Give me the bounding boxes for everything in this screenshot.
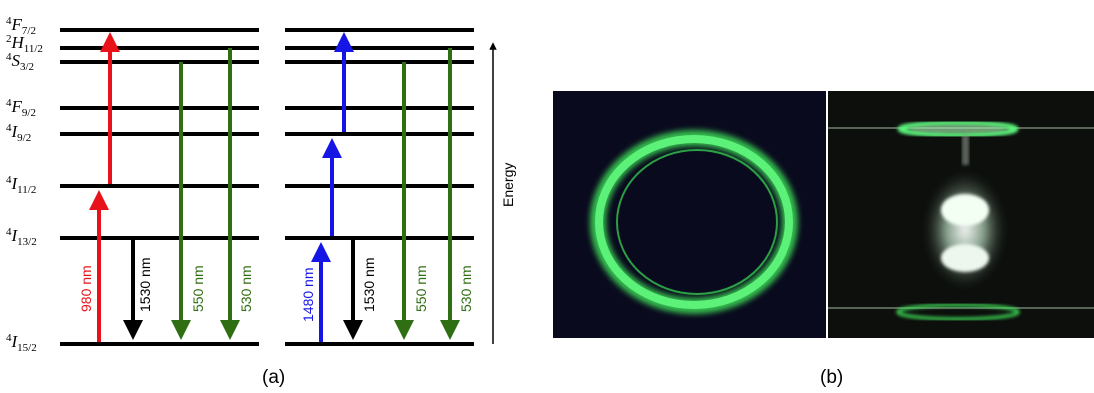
label-1530nm-right: 1530 nm (361, 258, 377, 312)
ring-outer (595, 135, 793, 309)
scatter-spot-lower (941, 244, 989, 272)
label-980nm: 980 nm (78, 265, 94, 312)
wavelength-labels: 980 nm 1530 nm 550 nm 530 nm 1480 nm 153… (78, 258, 474, 322)
level-labels: 4F7/2 2H11/2 4S3/2 4F9/2 4I9/2 4I11/2 4I… (6, 15, 43, 354)
ring-edge-bottom (896, 303, 1020, 321)
label-550nm-left: 550 nm (190, 265, 206, 312)
ring-edge-top-core (910, 125, 1006, 133)
label-530nm-right: 530 nm (458, 265, 474, 312)
energy-levels-right (285, 28, 474, 346)
photo-ring-top-view (553, 91, 826, 338)
photo-side-view (828, 91, 1094, 338)
stem (962, 135, 969, 165)
energy-axis: Energy (489, 42, 516, 344)
ring-inner (616, 149, 778, 295)
label-530nm-left: 530 nm (238, 265, 254, 312)
energy-axis-label: Energy (500, 163, 516, 207)
level-label-I152: 4I15/2 (6, 332, 37, 354)
arrows-left (89, 32, 240, 342)
level-label-S32: 4S3/2 (6, 51, 34, 73)
level-label-I92: 4I9/2 (6, 122, 31, 144)
caption-a: (a) (262, 367, 285, 388)
level-label-F92: 4F9/2 (6, 97, 36, 119)
energy-levels-left (60, 28, 259, 346)
level-label-F72: 4F7/2 (6, 15, 36, 37)
caption-b: (b) (820, 367, 843, 388)
level-label-I132: 4I13/2 (6, 226, 37, 248)
arrows-right (311, 32, 460, 342)
level-label-H112: 2H11/2 (6, 33, 43, 55)
label-1530nm-left: 1530 nm (137, 258, 153, 312)
label-1480nm: 1480 nm (300, 268, 316, 322)
scatter-spot-upper (941, 194, 989, 226)
label-550nm-right: 550 nm (413, 265, 429, 312)
ring-edge-top (897, 120, 1019, 138)
level-label-I112: 4I11/2 (6, 174, 36, 196)
